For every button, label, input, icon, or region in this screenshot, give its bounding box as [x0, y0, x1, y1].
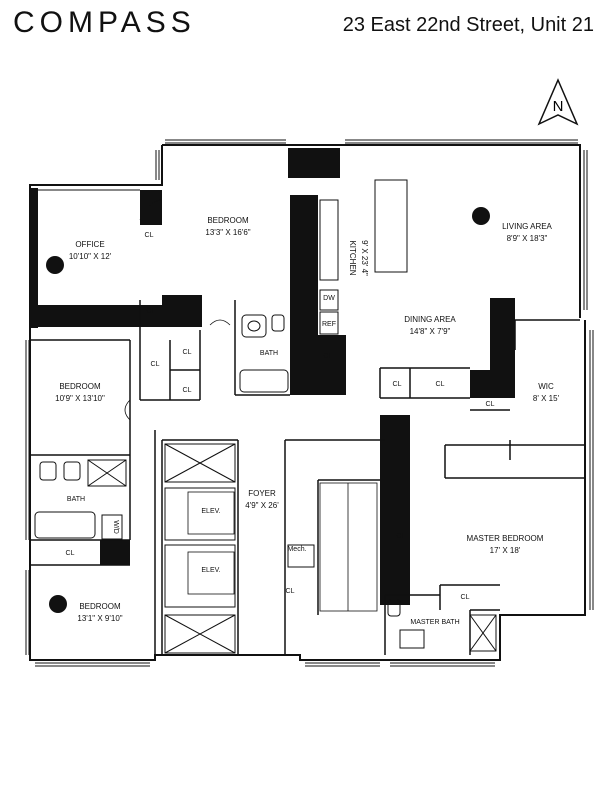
living-size: 8'9" X 18'3": [507, 234, 548, 243]
kitchen-label: KITCHEN: [348, 240, 357, 275]
bath-fixtures: [34, 314, 497, 652]
closet-label: CL: [147, 308, 156, 315]
bedroom-mid-label: BEDROOM: [59, 382, 101, 391]
elevator-label: ELEV.: [201, 508, 220, 515]
closet-label: CL: [151, 361, 160, 368]
dining-label: DINING AREA: [404, 315, 456, 324]
elevator-label: ELEV.: [201, 567, 220, 574]
kitchen-size: 9' X 23' 4": [360, 240, 369, 276]
elevator-shafts: [164, 443, 236, 654]
master-label: MASTER BEDROOM: [467, 534, 544, 543]
brand-logo: COMPASS: [13, 6, 196, 39]
exterior-walls: [29, 144, 586, 661]
structural-walls: [30, 148, 515, 605]
fixture-labels: CL CL CL CL CL CL CL CL CL CL CL CL CL B…: [66, 232, 495, 626]
closet-label: CL: [183, 387, 192, 394]
closet-label: CL: [397, 533, 406, 540]
windows: [25, 139, 594, 667]
north-letter: N: [553, 98, 564, 115]
bedroom-top-size: 13'3" X 16'6": [205, 228, 250, 237]
closet-label: CL: [393, 381, 402, 388]
mechanical-label: Mech.: [287, 546, 306, 553]
room-labels: OFFICE 10'10" X 12' BEDROOM 13'3" X 16'6…: [55, 216, 559, 623]
living-label: LIVING AREA: [502, 222, 552, 231]
dishwasher-label: DW: [323, 295, 335, 302]
door-swings: [124, 199, 231, 421]
closet-label: CL: [461, 594, 470, 601]
wic-label: WIC: [538, 382, 554, 391]
master-size: 17' X 18': [490, 546, 521, 555]
listing-address: 23 East 22nd Street, Unit 21: [342, 14, 594, 36]
office-label: OFFICE: [75, 240, 104, 249]
washer-dryer-label: W/D: [112, 520, 119, 534]
interior-walls: [30, 300, 585, 655]
foyer-label: FOYER: [248, 489, 276, 498]
master-bath-label: MASTER BATH: [410, 619, 459, 626]
refrigerator-label: REF: [322, 321, 336, 328]
columns: [46, 207, 490, 613]
bath-label: BATH: [67, 496, 85, 503]
closet-label: CL: [145, 232, 154, 239]
office-size: 10'10" X 12': [69, 252, 112, 261]
bedroom-bot-size: 13'1" X 9'10": [77, 614, 122, 623]
bath-label: BATH: [260, 350, 278, 357]
north-arrow-icon: N: [537, 78, 579, 126]
dining-size: 14'8" X 7'9": [410, 327, 451, 336]
closet-label: CL: [436, 381, 445, 388]
stairs: [319, 482, 378, 612]
closet-label: CL: [486, 401, 495, 408]
kitchen-island: [374, 179, 408, 273]
foyer-size: 4'9" X 26': [245, 501, 279, 510]
bedroom-mid-size: 10'9" X 13'10": [55, 394, 105, 403]
closet-label: CL: [324, 353, 333, 360]
closet-label: CL: [183, 349, 192, 356]
kitchen-appliances: [319, 199, 339, 366]
bedroom-top-label: BEDROOM: [207, 216, 249, 225]
wic-size: 8' X 15': [533, 394, 560, 403]
bedroom-bot-label: BEDROOM: [79, 602, 121, 611]
closet-label: CL: [66, 550, 75, 557]
closet-label: CL: [286, 588, 295, 595]
